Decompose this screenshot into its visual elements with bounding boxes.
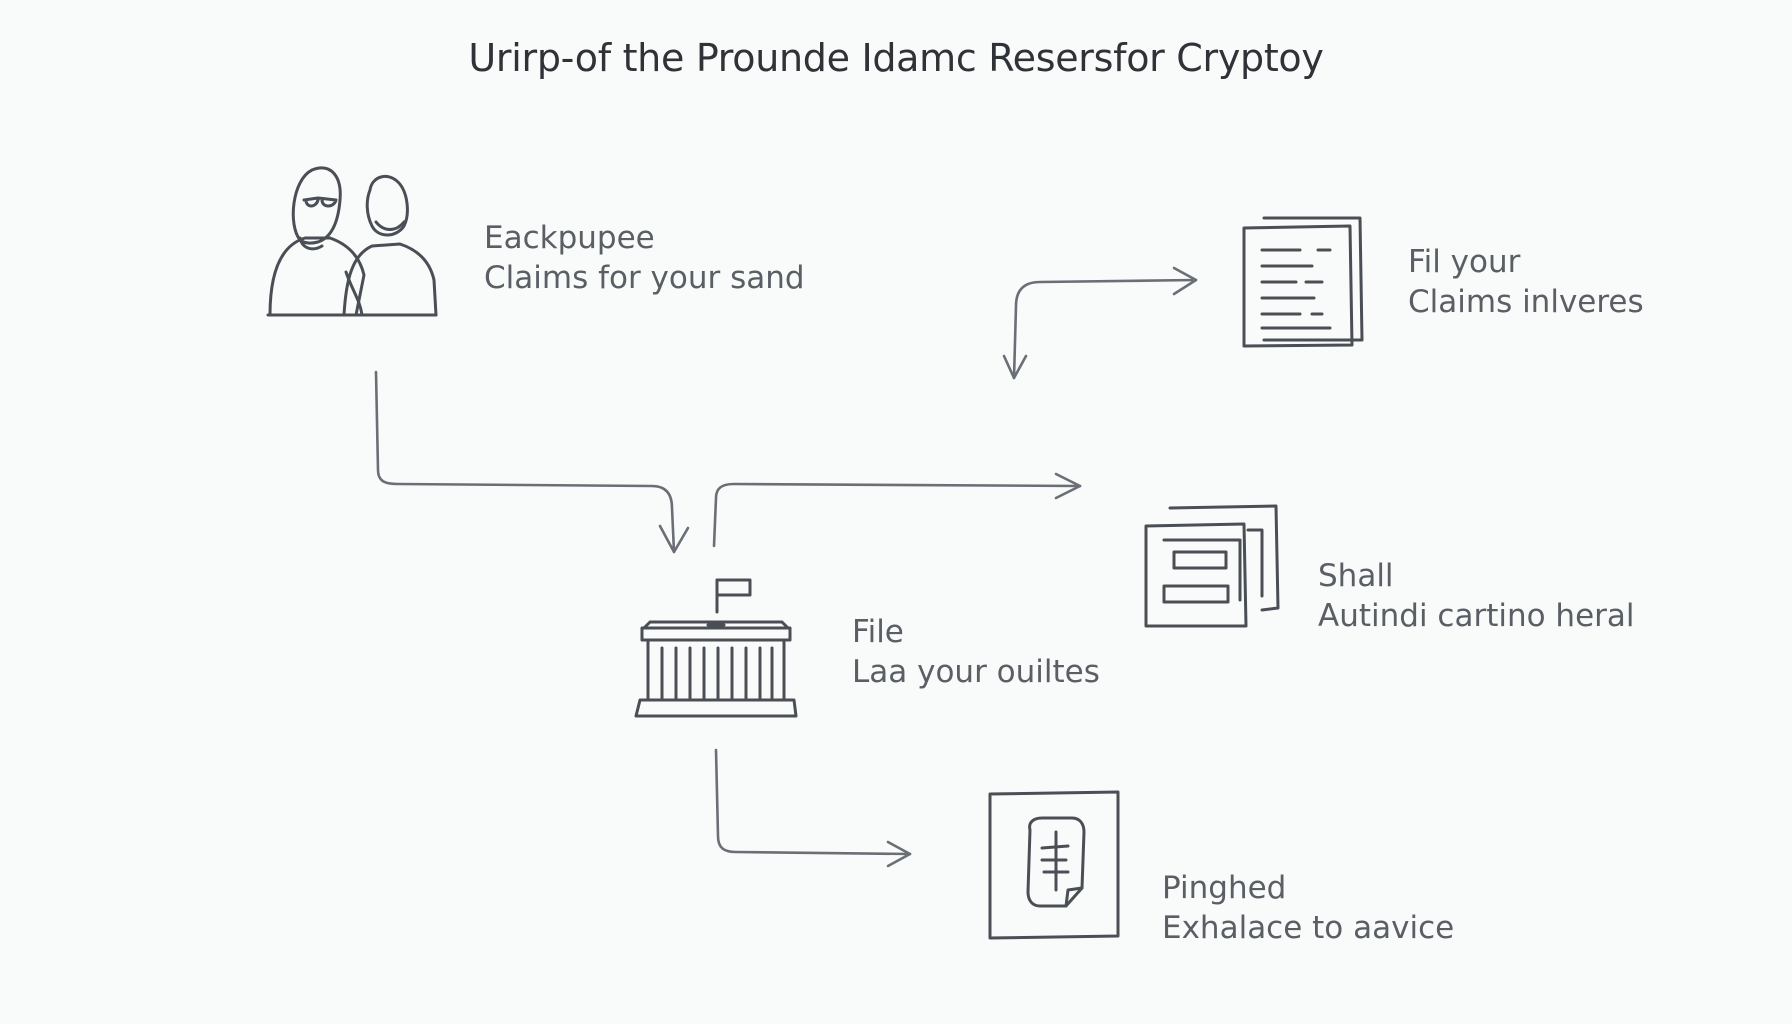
phone-document-icon — [988, 790, 1120, 940]
arrow-court-to-forms — [712, 472, 1082, 548]
arrow-loop-to-documents — [1002, 266, 1198, 380]
court-label: File Laa your ouiltes — [852, 612, 1100, 692]
documents-icon — [1242, 216, 1364, 348]
advice-label-line2: Exhalace to aavice — [1162, 910, 1455, 946]
people-label: Eackpupee Claims for your sand — [484, 218, 805, 298]
forms-label-line2: Autindi cartino heral — [1318, 598, 1635, 634]
arrow-court-to-advice — [714, 748, 912, 868]
courthouse-icon — [634, 578, 798, 718]
advice-label: Pinghed Exhalace to aavice — [1162, 868, 1454, 948]
forms-label: Shall Autindi cartino heral — [1318, 556, 1635, 636]
documents-label-line1: Fil your — [1408, 244, 1521, 280]
court-label-line1: File — [852, 614, 904, 650]
documents-label-line2: Claims inlveres — [1408, 284, 1644, 320]
court-label-line2: Laa your ouiltes — [852, 654, 1100, 690]
documents-label: Fil your Claims inlveres — [1408, 242, 1644, 322]
advice-label-line1: Pinghed — [1162, 870, 1287, 906]
forms-label-line1: Shall — [1318, 558, 1394, 594]
forms-icon — [1144, 504, 1280, 628]
people-label-line1: Eackpupee — [484, 220, 655, 256]
arrow-people-to-court — [374, 370, 690, 554]
diagram-title: Urirp-of the Prounde Idamc Resersfor Cry… — [468, 36, 1324, 80]
people-label-line2: Claims for your sand — [484, 260, 805, 296]
people-icon — [266, 166, 438, 317]
